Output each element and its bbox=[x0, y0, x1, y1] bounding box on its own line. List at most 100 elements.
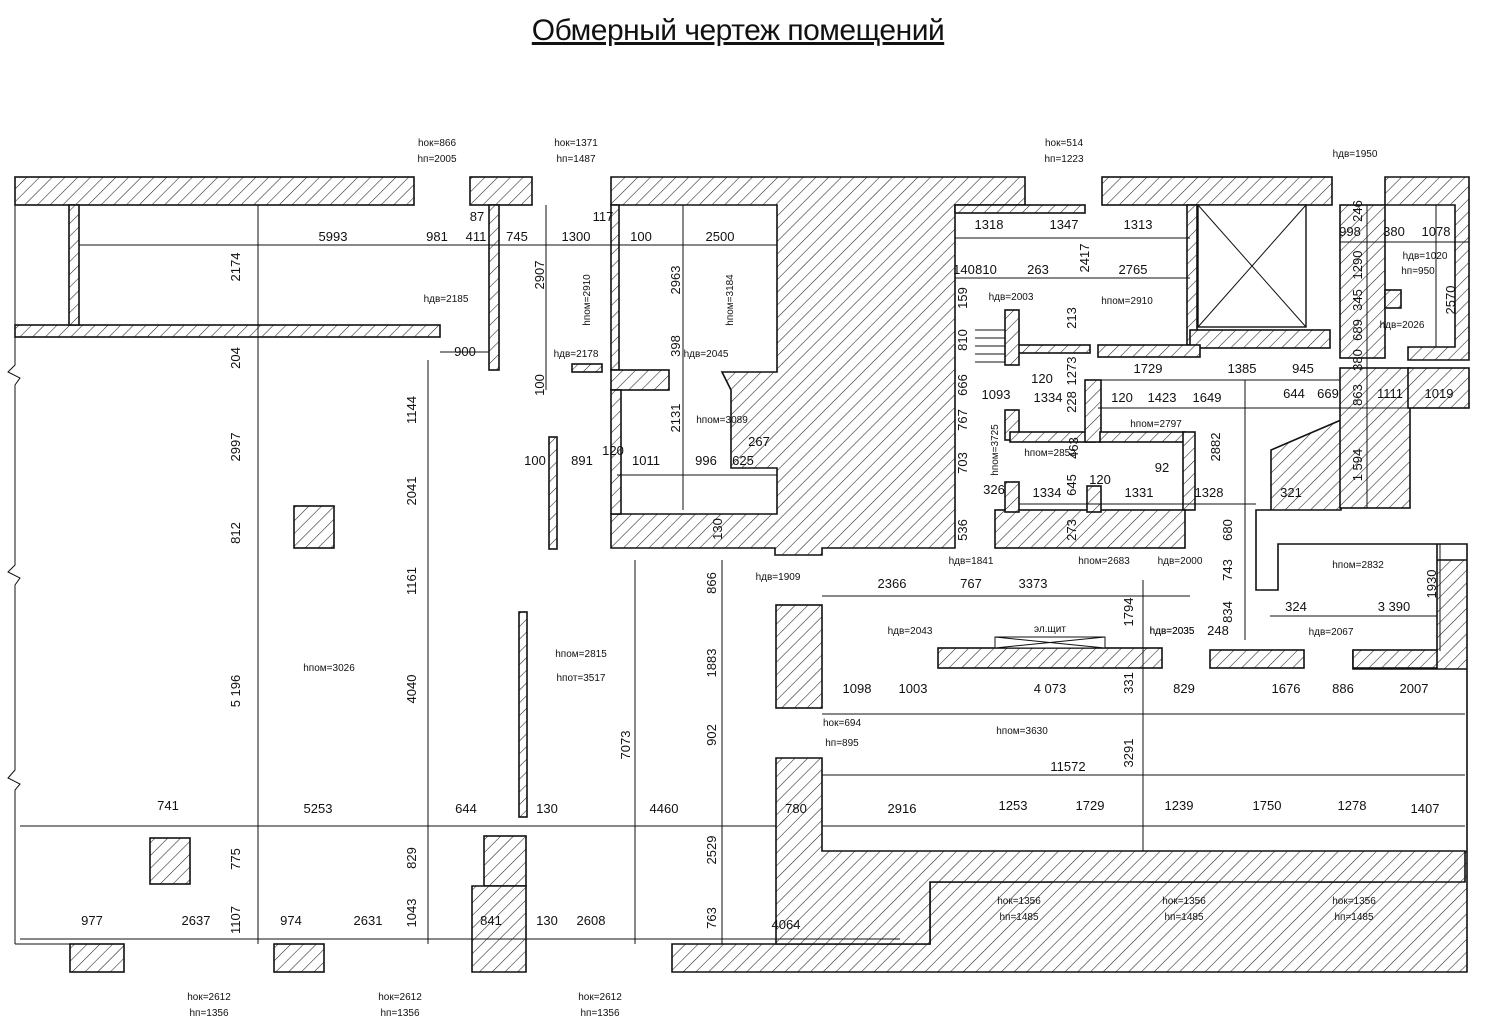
dimension-value: 1407 bbox=[1411, 801, 1440, 816]
dimension-value: 2997 bbox=[228, 433, 243, 462]
dimension-value: 644 bbox=[455, 801, 477, 816]
dimension-value: 1239 bbox=[1165, 798, 1194, 813]
dimension-value: 834 bbox=[1220, 601, 1235, 623]
wall-right-16 bbox=[1339, 367, 1411, 509]
opening-label: hок=1371 bbox=[554, 138, 598, 149]
opening-label: hок=2612 bbox=[378, 992, 422, 1003]
wall-right-17 bbox=[1407, 367, 1470, 409]
opening-label: hп=1485 bbox=[1164, 912, 1204, 923]
room-label: hдв=2045 bbox=[684, 349, 729, 360]
dimension-value: 87 bbox=[470, 209, 484, 224]
dimension-value: 2963 bbox=[668, 266, 683, 295]
room-label: hпом=2832 bbox=[1332, 560, 1384, 571]
dimension-value: 380 bbox=[1383, 224, 1405, 239]
dimension-value: 977 bbox=[81, 913, 103, 928]
room-label: hпом=2815 bbox=[555, 649, 607, 660]
dimension-value: 213 bbox=[1064, 307, 1079, 329]
room-label: hпом=3184 bbox=[725, 274, 736, 326]
dimension-value: 680 bbox=[1220, 519, 1235, 541]
dimension-value: 829 bbox=[404, 847, 419, 869]
dimension-value: 767 bbox=[955, 409, 970, 431]
dimension-value: 863 bbox=[1350, 384, 1365, 406]
dimension-value: 5 196 bbox=[228, 675, 243, 708]
room-label: hдв=2003 bbox=[989, 292, 1034, 303]
dimension-value: 2907 bbox=[532, 261, 547, 290]
room-label: hп=950 bbox=[1401, 266, 1435, 277]
opening-label: hп=1356 bbox=[380, 1008, 420, 1019]
dimension-value: 130 bbox=[710, 518, 725, 540]
wall-left-pillar bbox=[68, 204, 80, 326]
dimension-value: 981 bbox=[426, 229, 448, 244]
opening-label: hп=1485 bbox=[999, 912, 1039, 923]
dimension-value: 2631 bbox=[354, 913, 383, 928]
wall-thin-2 bbox=[571, 363, 603, 373]
dimension-value: 1883 bbox=[704, 649, 719, 678]
dimension-value: 2765 bbox=[1119, 262, 1148, 277]
wall-stair-inner bbox=[610, 204, 620, 371]
dimension-value: 1161 bbox=[404, 567, 419, 595]
dimension-value: 159 bbox=[955, 287, 970, 309]
dimension-value: 1423 bbox=[1148, 390, 1177, 405]
dimension-value: 829 bbox=[1173, 681, 1195, 696]
room-label: hдв=2185 bbox=[424, 294, 469, 305]
opening-label: hок=2612 bbox=[578, 992, 622, 1003]
dimension-value: 4064 bbox=[772, 917, 801, 932]
room-label: hдв=2000 bbox=[1158, 556, 1203, 567]
dimension-value: 2041 bbox=[404, 477, 419, 506]
dimension-value: 1334 bbox=[1034, 390, 1063, 405]
dimension-value: 5993 bbox=[319, 229, 348, 244]
wall-corridor-1 bbox=[937, 647, 1163, 669]
opening-label: hп=1356 bbox=[189, 1008, 229, 1019]
dimension-value: 140 bbox=[953, 262, 975, 277]
dimension-value: 1930 bbox=[1424, 570, 1439, 599]
dimension-value: 1676 bbox=[1272, 681, 1301, 696]
dimension-value: 1273 bbox=[1064, 357, 1079, 386]
dimension-value: 902 bbox=[704, 724, 719, 746]
dimension-value: 2570 bbox=[1443, 286, 1458, 315]
room-label: hпом=2910 bbox=[1101, 296, 1153, 307]
wall-right-4 bbox=[1097, 344, 1201, 358]
dimension-value: 398 bbox=[668, 335, 683, 357]
dimension-value: 669 bbox=[1317, 386, 1339, 401]
room-label: hок=694 bbox=[823, 718, 861, 729]
dimension-value: 5253 bbox=[304, 801, 333, 816]
wall-right-3 bbox=[1189, 329, 1331, 349]
dimension-value: 625 bbox=[732, 453, 754, 468]
dimension-value: 689 bbox=[1350, 319, 1365, 341]
dimension-value: 411 bbox=[466, 229, 487, 244]
dimension-value: 2131 bbox=[668, 404, 683, 433]
dimension-value: 644 bbox=[1283, 386, 1305, 401]
dimension-value: 1347 bbox=[1050, 217, 1079, 232]
dimension-value: 1313 bbox=[1124, 217, 1153, 232]
dimension-value: 1278 bbox=[1338, 798, 1367, 813]
dimension-value: 4460 bbox=[650, 801, 679, 816]
room-label: hдв=2043 bbox=[888, 626, 933, 637]
dimension-value: 3291 bbox=[1121, 739, 1136, 768]
room-label: hдв=1909 bbox=[756, 572, 801, 583]
dimension-value: 463 bbox=[1066, 437, 1081, 459]
wall-right-13 bbox=[1004, 481, 1020, 513]
wall-left-corridor bbox=[14, 324, 441, 338]
dimension-value: 1750 bbox=[1253, 798, 1282, 813]
wall-corridor-3 bbox=[1352, 649, 1438, 669]
room-label: hпом=3725 bbox=[990, 424, 1001, 476]
wall-top-1 bbox=[14, 176, 415, 206]
wall-right-6 bbox=[1004, 309, 1020, 366]
dimension-value: 1253 bbox=[999, 798, 1028, 813]
room-label: hдв=1841 bbox=[949, 556, 994, 567]
wall-thin-1 bbox=[488, 204, 500, 371]
dimension-value: 891 bbox=[571, 453, 593, 468]
dimension-value: 1794 bbox=[1121, 598, 1136, 627]
dimension-value: 2174 bbox=[228, 253, 243, 282]
dimension-value: 246 bbox=[1350, 200, 1365, 222]
wall-right-18 bbox=[1384, 289, 1402, 309]
opening-label: hок=1356 bbox=[1162, 896, 1206, 907]
dimension-value: 3 390 bbox=[1378, 599, 1411, 614]
opening-label: hп=1356 bbox=[580, 1008, 620, 1019]
room-label: hпом=2797 bbox=[1130, 419, 1182, 430]
dimension-value: 324 bbox=[1285, 599, 1307, 614]
break-line bbox=[7, 205, 21, 944]
dimension-value: 7073 bbox=[618, 731, 633, 760]
opening-label: hп=1485 bbox=[1334, 912, 1374, 923]
